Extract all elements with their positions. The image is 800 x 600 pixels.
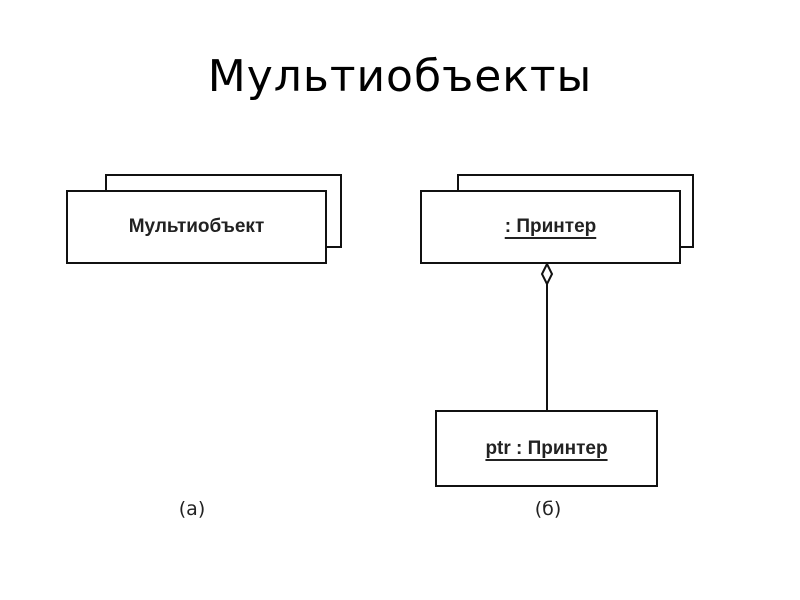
multiobject-box-b[interactable]: : Принтер [420,190,681,264]
multiobject-label-a: Мультиобъект [128,216,265,237]
aggregation-diamond-icon [540,261,554,287]
caption-a: (а) [178,498,206,520]
multiobject-box-a[interactable]: Мультиобъект [66,190,327,264]
object-box-b[interactable]: ptr : Принтер [435,410,658,487]
slide-title: Мультиобъекты [207,51,593,102]
caption-b: (б) [534,498,562,520]
multiobject-label-b: : Принтер [504,216,597,237]
object-label-b: ptr : Принтер [485,438,608,459]
